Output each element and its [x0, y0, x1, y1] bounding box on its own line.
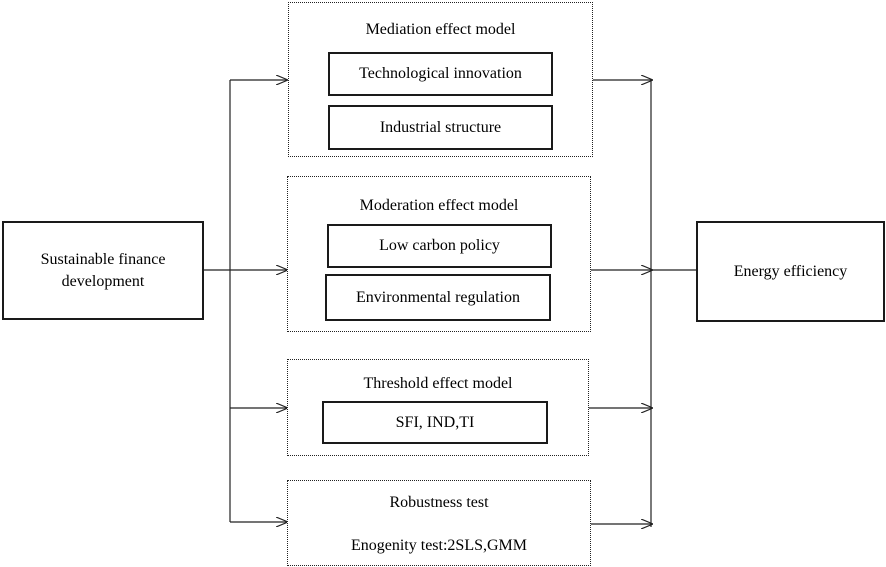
- environmental-regulation-box: Environmental regulation: [325, 274, 551, 321]
- low-carbon-policy-label: Low carbon policy: [379, 237, 500, 254]
- energy-efficiency-node: Energy efficiency: [696, 221, 885, 322]
- industrial-structure-box: Industrial structure: [328, 105, 553, 150]
- technological-innovation-box: Technological innovation: [328, 52, 553, 96]
- robustness-test-group: Robustness test Enogenity test:2SLS,GMM: [287, 480, 591, 566]
- endogeneity-test-note: Enogenity test:2SLS,GMM: [350, 537, 527, 554]
- threshold-variables-box: SFI, IND,TI: [322, 401, 548, 444]
- environmental-regulation-label: Environmental regulation: [356, 288, 520, 306]
- low-carbon-policy-box: Low carbon policy: [327, 224, 552, 268]
- technological-innovation-label: Technological innovation: [359, 65, 522, 82]
- sustainable-finance-node: Sustainable finance development: [2, 221, 204, 320]
- threshold-variables-label: SFI, IND,TI: [395, 413, 475, 431]
- threshold-model-title: Threshold effect model: [363, 375, 513, 392]
- sustainable-finance-label: Sustainable finance development: [40, 250, 166, 290]
- robustness-test-title: Robustness test: [389, 494, 489, 511]
- moderation-model-title: Moderation effect model: [359, 197, 519, 214]
- energy-efficiency-label: Energy efficiency: [733, 262, 848, 280]
- industrial-structure-label: Industrial structure: [379, 118, 502, 136]
- mediation-model-title: Mediation effect model: [365, 21, 516, 38]
